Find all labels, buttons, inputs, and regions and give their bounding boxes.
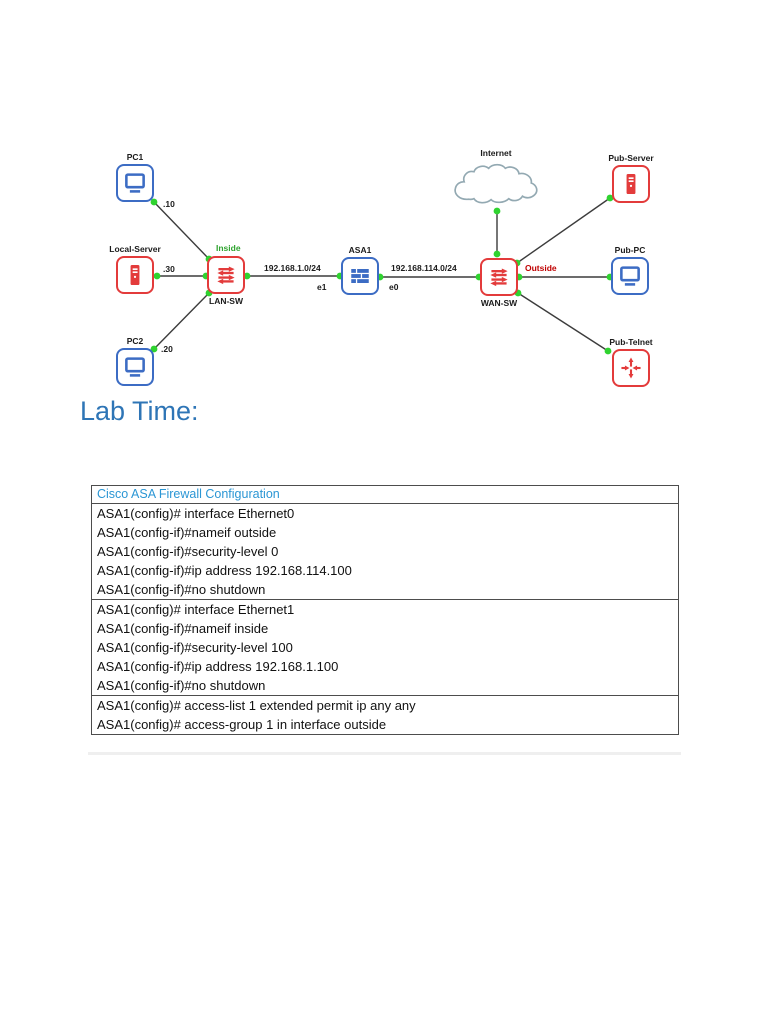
node-label-pc1: PC1	[126, 152, 144, 162]
server-icon	[612, 165, 650, 203]
firewall-icon	[341, 257, 379, 295]
config-table-title: Cisco ASA Firewall Configuration	[92, 486, 678, 504]
config-command-row: ASA1(config)# interface Ethernet0	[97, 506, 295, 521]
config-command-row: ASA1(config-if)#ip address 192.168.1.100	[97, 659, 339, 674]
node-wan-sw[interactable]: WAN-SW	[480, 258, 518, 308]
node-label-local-server: Local-Server	[109, 244, 161, 254]
link-pc1-lansw	[153, 201, 210, 260]
asa-e1-interface-label: e1	[317, 282, 327, 292]
node-label-pub-server: Pub-Server	[608, 153, 654, 163]
cloud-icon	[448, 160, 544, 207]
link-status-dot	[150, 198, 158, 206]
config-section-3: ASA1(config)# access-list 1 extended per…	[92, 696, 678, 734]
node-local-server[interactable]: Local-Server	[109, 244, 161, 294]
node-pub-telnet[interactable]: Pub-Telnet	[609, 337, 653, 387]
config-command-row: ASA1(config)# access-list 1 extended per…	[97, 698, 416, 713]
node-pub-pc[interactable]: Pub-PC	[611, 245, 649, 295]
link-wansw-pubtelnet	[517, 292, 609, 352]
node-label-internet: Internet	[480, 148, 512, 158]
node-label-pc2: PC2	[126, 336, 144, 346]
switch-icon	[207, 256, 245, 294]
config-table: Cisco ASA Firewall Configuration ASA1(co…	[91, 485, 679, 735]
switch-icon	[480, 258, 518, 296]
node-label-lan-sw: LAN-SW	[209, 296, 243, 306]
link-status-dot	[606, 194, 614, 202]
pc-icon	[611, 257, 649, 295]
pc2-ip-label: .20	[161, 344, 173, 354]
node-asa1[interactable]: ASA1	[341, 245, 379, 295]
outside-zone-label: Outside	[525, 263, 557, 273]
pc1-ip-label: .10	[163, 199, 175, 209]
config-command-row: ASA1(config)# interface Ethernet1	[97, 602, 295, 617]
link-status-dot	[243, 272, 251, 280]
config-command-row: ASA1(config-if)#nameif outside	[97, 525, 277, 540]
inside-zone-label: Inside	[216, 243, 241, 253]
link-pc2-lansw	[153, 292, 210, 350]
link-wansw-pubserver	[516, 197, 611, 264]
node-label-asa1: ASA1	[348, 245, 372, 255]
local-server-ip-label: .30	[163, 264, 175, 274]
node-pc1[interactable]: PC1	[116, 152, 154, 202]
link-status-dot	[604, 347, 612, 355]
node-internet[interactable]: Internet	[448, 148, 544, 207]
wan-subnet-label: 192.168.114.0/24	[391, 263, 457, 273]
node-pub-server[interactable]: Pub-Server	[608, 153, 654, 203]
lan-subnet-label: 192.168.1.0/24	[264, 263, 321, 273]
config-command-row: ASA1(config-if)#no shutdown	[97, 678, 266, 693]
config-command-row: ASA1(config-if)#security-level 0	[97, 544, 279, 559]
node-label-pub-pc: Pub-PC	[614, 245, 646, 255]
node-pc2[interactable]: PC2	[116, 336, 154, 386]
pc-icon	[116, 348, 154, 386]
asa-e0-interface-label: e0	[389, 282, 399, 292]
node-label-pub-telnet: Pub-Telnet	[609, 337, 653, 347]
config-command-row: ASA1(config)# access-group 1 in interfac…	[97, 717, 387, 732]
link-status-dot	[493, 250, 501, 258]
link-status-dot	[493, 207, 501, 215]
server-icon	[116, 256, 154, 294]
config-command-row: ASA1(config-if)#no shutdown	[97, 582, 266, 597]
router-icon	[612, 349, 650, 387]
link-status-dot	[153, 272, 161, 280]
pc-icon	[116, 164, 154, 202]
config-command-row: ASA1(config-if)#ip address 192.168.114.1…	[97, 563, 352, 578]
node-label-wan-sw: WAN-SW	[480, 298, 518, 308]
config-command-row: ASA1(config-if)#security-level 100	[97, 640, 293, 655]
page-title: Lab Time:	[80, 396, 199, 426]
config-command-row: ASA1(config-if)#nameif inside	[97, 621, 269, 636]
node-lan-sw[interactable]: LAN-SW	[207, 256, 245, 306]
section-divider	[88, 752, 681, 755]
